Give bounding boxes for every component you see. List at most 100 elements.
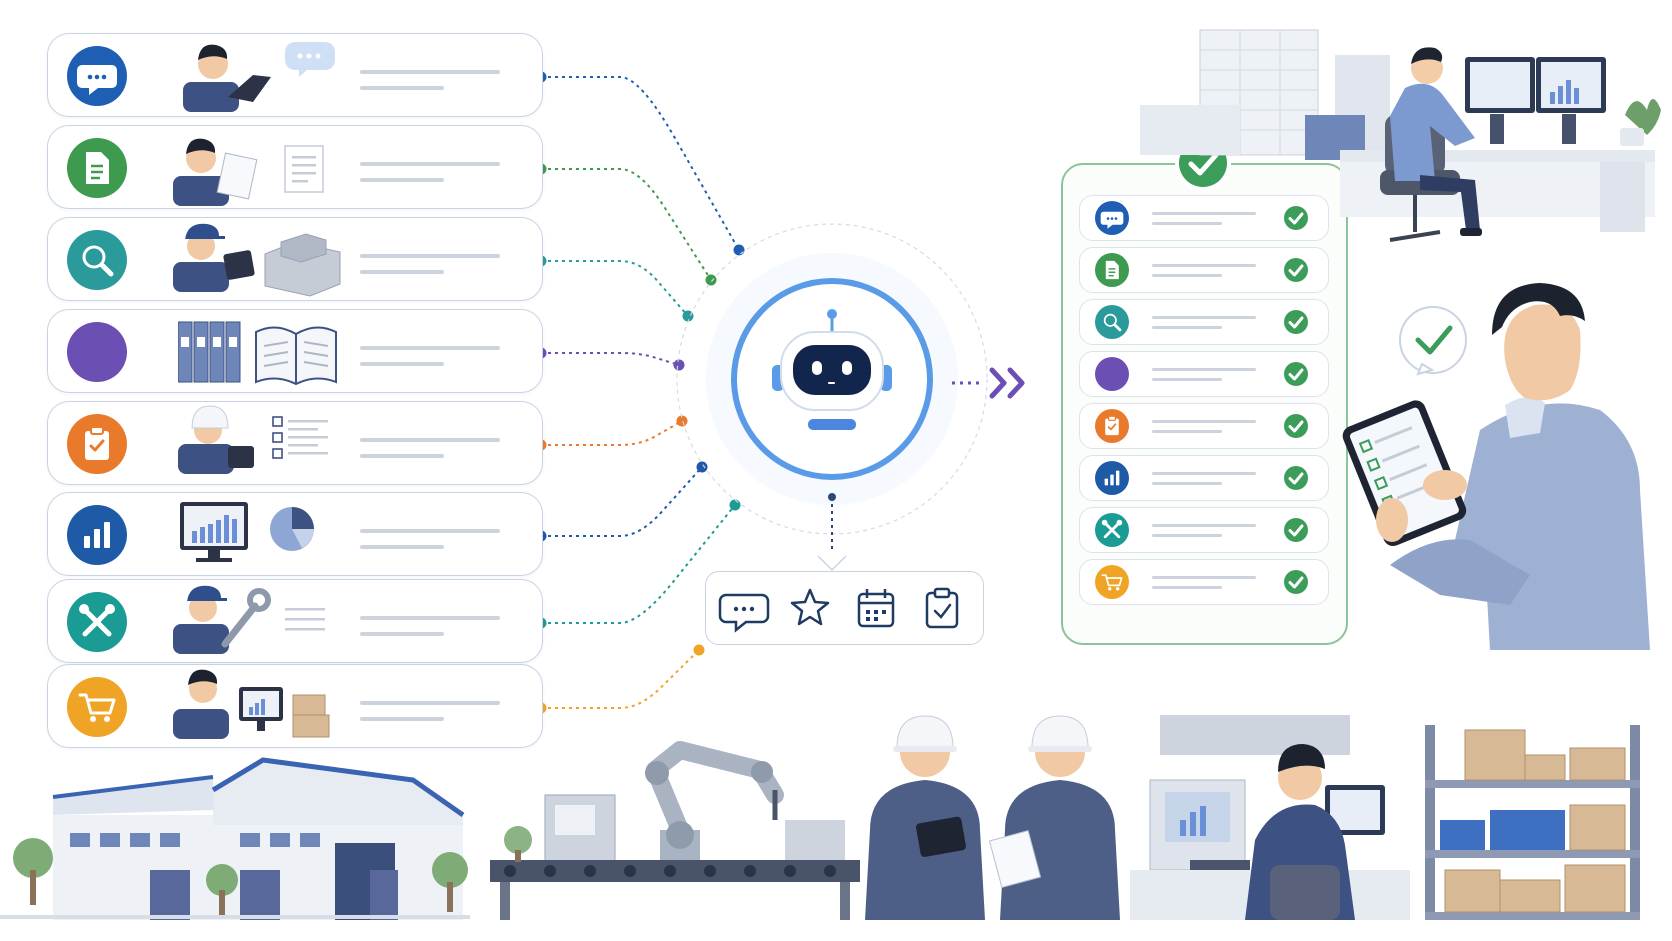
check-circle-icon [1284,466,1308,490]
shopping-cart-icon [1095,565,1129,599]
factory-building-icon [0,757,470,920]
connector-line [541,420,683,446]
check-circle-icon [1284,518,1308,542]
placeholder-line [1152,274,1222,277]
scene-binders-and-manual [178,321,337,386]
placeholder-line [1152,524,1256,527]
connector-dot [696,461,708,473]
placeholder-line [360,162,500,166]
placeholder-line [1152,482,1222,485]
tool-tray [705,571,984,645]
placeholder-line [1152,212,1256,215]
input-card-checklist[interactable] [47,401,543,485]
warehouse-shelving-icon [1425,725,1640,920]
control-room-icon [1130,715,1410,920]
connector-line [541,168,712,281]
input-card-document[interactable] [47,125,543,209]
input-card-manual[interactable] [47,309,543,393]
check-circle-icon [1284,570,1308,594]
placeholder-line [1152,378,1222,381]
open-book-icon [67,322,127,382]
connector-dot [676,415,688,427]
placeholder-line [360,362,444,366]
star-icon [790,588,830,626]
placeholder-line [360,70,500,74]
result-row-document[interactable] [1079,247,1329,293]
scene-worker-at-computer-with-boxes [173,669,330,739]
placeholder-line [360,701,500,705]
scene-worker-inspecting-part [173,223,341,297]
result-row-analytics[interactable] [1079,455,1329,501]
placeholder-line [1152,264,1256,267]
result-row-search[interactable] [1079,299,1329,345]
scene-worker-with-checklist [178,405,328,474]
placeholder-line [1152,534,1222,537]
placeholder-line [360,632,444,636]
connector-line [541,352,680,366]
input-card-purchasing[interactable] [47,664,543,748]
shopping-cart-icon [67,677,127,737]
placeholder-line [360,529,500,533]
placeholder-line [1152,368,1256,371]
placeholder-line [360,86,444,90]
result-row-manual[interactable] [1079,351,1329,397]
document-icon [1095,253,1129,287]
placeholder-line [360,438,500,442]
input-card-maintenance[interactable] [47,579,543,663]
scene-worker-reading-document [173,138,324,206]
chat-bubble-icon [1095,201,1129,235]
placeholder-line [360,616,500,620]
placeholder-line [1152,316,1256,319]
placeholder-line [360,270,444,274]
placeholder-line [1152,326,1222,329]
placeholder-line [360,254,500,258]
check-circle-icon [1284,206,1308,230]
placeholder-line [1152,420,1256,423]
result-row-purchasing[interactable] [1079,559,1329,605]
results-panel [1061,163,1348,645]
result-row-checklist[interactable] [1079,403,1329,449]
robot-arm-line-icon [490,741,860,920]
wrench-screwdriver-icon [1095,513,1129,547]
forward-arrows-icon [989,367,1025,399]
connector-dot [673,359,685,371]
connector-dot [705,274,717,286]
chat-bubble-icon [718,593,770,633]
placeholder-line [360,545,444,549]
magnifier-icon [1095,305,1129,339]
check-circle-icon [1284,414,1308,438]
placeholder-line [360,717,444,721]
input-card-analytics[interactable] [47,492,543,576]
speech-check-icon [1399,306,1467,376]
engineers-icon [865,715,1120,920]
check-circle-icon [1284,362,1308,386]
connector-dot [682,310,694,322]
placeholder-line [1152,576,1256,579]
result-row-maintenance[interactable] [1079,507,1329,553]
magnifier-icon [67,230,127,290]
scene-mechanic-with-wrench [173,585,325,654]
connector-line [541,466,703,537]
placeholder-line [360,178,444,182]
connector-dot [693,644,705,656]
bar-chart-icon [1095,461,1129,495]
placeholder-line [1152,430,1222,433]
scene-worker-with-laptop [183,42,335,112]
calendar-icon [857,589,895,628]
bar-chart-icon [67,505,127,565]
placeholder-line [1152,472,1256,475]
placeholder-line [1152,586,1222,589]
clipboard-check-icon [67,414,127,474]
input-card-chat[interactable] [47,33,543,117]
result-row-chat[interactable] [1079,195,1329,241]
scene-monitor-and-pie-chart [180,502,314,562]
placeholder-line [360,454,444,458]
connector-line [541,260,689,317]
input-card-search[interactable] [47,217,543,301]
placeholder-line [1152,222,1222,225]
check-circle-icon [1284,310,1308,334]
chat-bubble-icon [67,46,127,106]
